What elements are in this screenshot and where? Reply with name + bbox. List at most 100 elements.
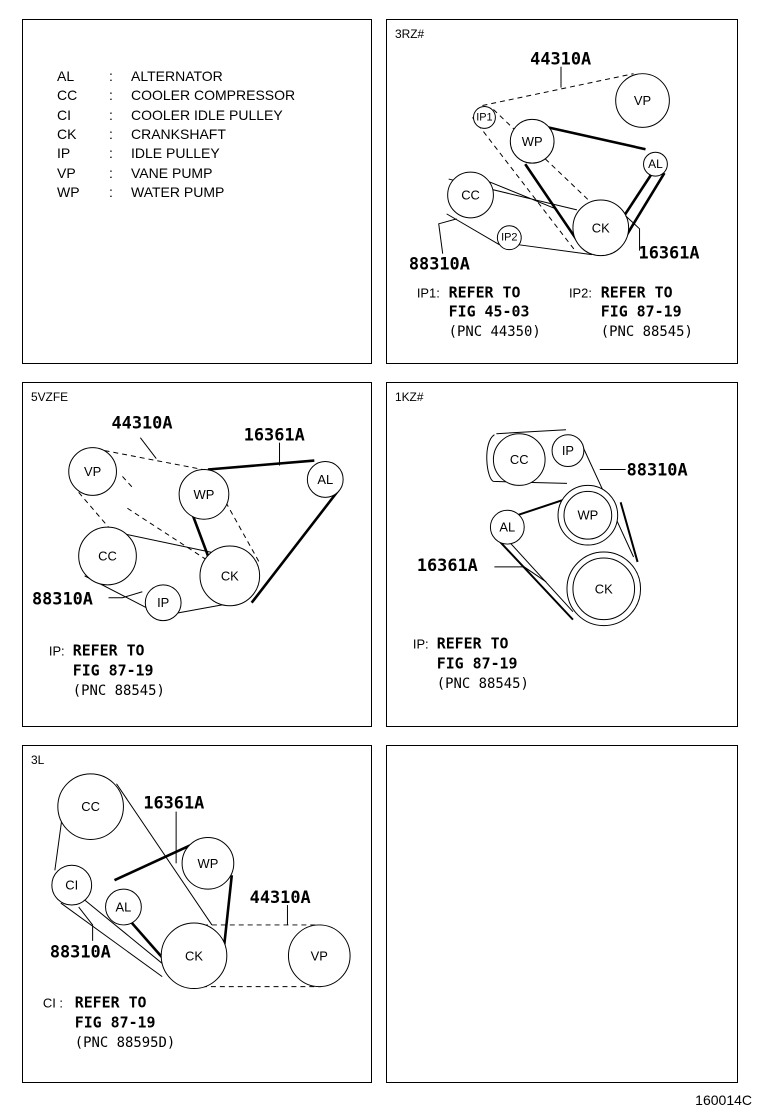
legend-code: IP [57,145,71,162]
label-ck: CK [592,220,610,235]
label-cc: CC [461,187,480,202]
part-number-88310A: 88310A [50,942,111,962]
part-number-16361A: 16361A [417,555,478,575]
leader-44310A [139,437,157,459]
belt-44310A [78,450,261,564]
pulley-ck [572,199,630,257]
pulley-wp-inner [563,490,613,540]
legend-name: IDLE PULLEY [131,145,220,162]
label-wp: WP [194,487,215,502]
legend-name: VANE PUMP [131,164,213,181]
legend-name: CRANKSHAFT [131,125,226,142]
belt-88310A [446,178,592,256]
pulley-vp [68,447,117,496]
note-ip-line3: (PNC 88545) [73,683,165,699]
pulley-vp [287,924,351,988]
label-ck: CK [595,581,613,596]
label-cc: CC [81,799,100,814]
pulley-cc [492,433,546,486]
pulley-cc [78,526,137,586]
leader-88310A [438,218,457,254]
legend-code: WP [57,183,80,200]
label-ck: CK [221,568,239,583]
label-ip2: IP2 [501,232,517,244]
leader-88310A [108,591,143,599]
label-vp: VP [634,93,651,108]
note-ip1-line2: FIG 45-03 [449,302,530,320]
legend-separator: : [109,183,113,200]
label-ip: IP [157,595,169,610]
part-number-88310A: 88310A [32,589,93,609]
legend-separator: : [109,106,113,123]
label-cc: CC [98,548,117,563]
pulley-al [306,461,344,498]
note-key-ip2: IP2: [569,285,592,300]
diagram-panel-3l: 3L CC WP CI AL CK VP 16361A 4431 [22,745,372,1083]
belt-diagram-3l: 3L CC WP CI AL CK VP 16361A 4431 [31,753,351,1051]
belt-16361A [497,497,639,621]
leader-16361A [494,566,547,583]
part-number-16361A: 16361A [639,243,700,263]
page-code: 160014C [695,1092,752,1108]
note-ci-line2: FIG 87-19 [75,1013,156,1031]
label-wp: WP [577,508,598,523]
part-number-16361A: 16361A [244,425,305,445]
legend-separator: : [109,87,113,104]
pulley-al [105,888,142,926]
label-vp: VP [84,464,101,479]
note-key-ip: IP: [49,643,65,658]
label-al: AL [499,520,515,535]
legend-code: AL [57,68,75,84]
legend-code: CC [57,87,78,104]
label-wp: WP [198,856,219,871]
part-number-16361A: 16361A [143,793,204,813]
leader-88310A [78,906,94,941]
part-number-44310A: 44310A [530,49,591,69]
legend-separator: : [109,68,113,84]
pulley-ip [144,584,182,622]
part-number-88310A: 88310A [627,459,688,479]
legend-code: CI [57,106,71,123]
pulley-ck [160,922,228,990]
legend-separator: : [109,125,113,142]
pulley-cc [447,171,494,219]
part-number-44310A: 44310A [250,887,311,907]
belt-diagram-3rz: 3RZ# VP IP1 WP AL CC IP2 CK [395,27,700,340]
note-ip-line2: FIG 87-19 [73,661,154,679]
leader-16361A [625,215,641,251]
legend-name: COOLER IDLE PULLEY [131,106,283,123]
pulley-wp [178,468,230,520]
pulley-ip2 [496,225,522,251]
legend-name: COOLER COMPRESSOR [131,87,296,104]
pulley-ip [551,434,585,468]
legend-name: WATER PUMP [131,183,225,200]
legend-name: ALTERNATOR [131,68,223,84]
note-key-ip: IP: [413,636,429,651]
pulley-ck-inner [572,557,636,621]
label-ci: CI [65,878,78,893]
legend-separator: : [109,145,113,162]
diagram-panel-5vzfe: 5VZFE VP WP AL CC CK IP 44310A 1 [22,382,372,727]
legend-panel: AL: ALTERNATOR CC: COOLER COMPRESSOR CI: COOL… [22,19,372,364]
pulley-al [489,509,525,545]
engine-tag: 3L [31,753,45,767]
label-wp: WP [522,134,543,149]
belt-diagram-1kz: 1KZ# CC IP WP AL CK 88310A 16361A [395,390,688,692]
pulley-ip1 [473,105,496,129]
part-number-44310A: 44310A [111,413,172,433]
part-number-88310A: 88310A [409,254,470,274]
belt-44310A [194,924,322,988]
pulley-wp [509,118,555,164]
note-ip-line3: (PNC 88545) [437,676,529,692]
note-ci-line3: (PNC 88595D) [75,1035,175,1051]
note-ci-line1: REFER TO [75,993,147,1011]
note-key-ci: CI : [43,995,63,1010]
note-ip-line1: REFER TO [73,641,145,659]
legend-separator: : [109,164,113,181]
label-vp: VP [311,948,328,963]
belt-16361A [524,124,666,243]
note-ip-line2: FIG 87-19 [437,654,518,672]
label-ip: IP [562,443,574,458]
empty-panel [386,745,738,1083]
label-al: AL [648,157,663,171]
